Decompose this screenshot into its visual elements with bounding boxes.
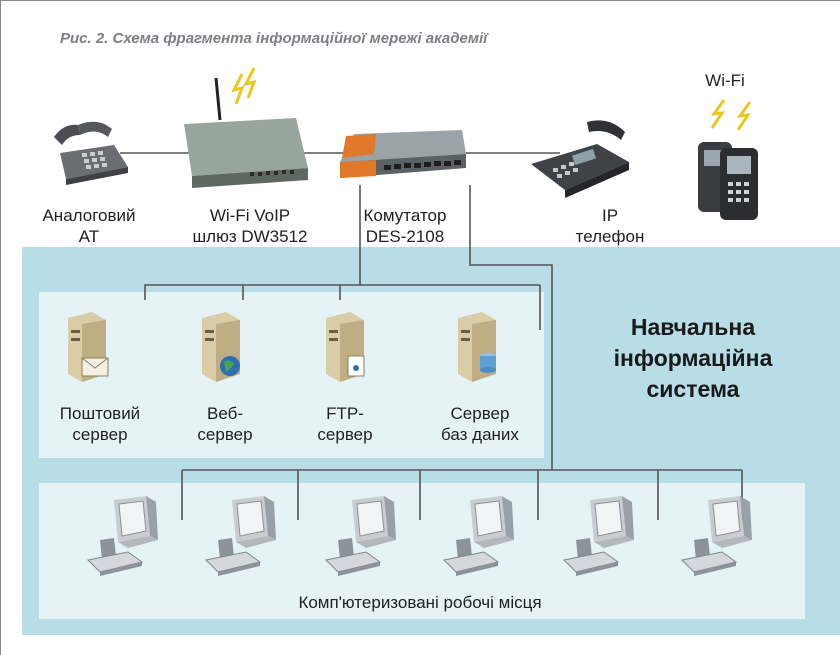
frame-border-top — [0, 0, 840, 1]
mobile-phones-icon — [698, 99, 758, 220]
workstations-label: Комп'ютеризовані робочі місця — [298, 593, 542, 612]
web-server-icon — [202, 312, 240, 382]
wifi-label: Wi-Fi — [705, 71, 745, 90]
gateway-label: Wi-Fi VoIP шлюз DW3512 — [192, 206, 308, 246]
voip-gateway-icon — [184, 67, 308, 188]
analog-phone-icon — [54, 121, 128, 185]
database-server-icon — [458, 312, 496, 382]
workstation-computer-icon — [204, 496, 276, 576]
server-label-mail: Поштовий сервер — [59, 404, 141, 444]
ip-phone-label: IP телефон — [575, 206, 645, 246]
system-title: Навчальна інформаційна система — [613, 314, 773, 402]
ftp-server-icon — [326, 312, 365, 382]
switch-label: Комутатор DES-2108 — [363, 206, 447, 246]
figure-caption: Рис. 2. Схема фрагмента інформаційної ме… — [60, 30, 488, 47]
workstation-computer-icon — [680, 496, 752, 576]
ip-phone-icon — [531, 120, 629, 198]
mail-server-icon — [68, 312, 109, 382]
server-label-web: Веб- сервер — [197, 404, 253, 444]
frame-border-left — [0, 0, 1, 655]
workstation-computer-icon — [86, 496, 158, 576]
workstation-computer-icon — [442, 496, 514, 576]
analog-phone-label: Аналоговий АТ — [42, 206, 136, 246]
workstation-computer-icon — [562, 496, 634, 576]
switch-to-workstation-line — [469, 185, 553, 470]
switch-icon — [340, 130, 466, 178]
workstation-computer-icon — [324, 496, 396, 576]
server-label-database: Сервер баз даних — [441, 404, 519, 444]
server-label-ftp: FTP- сервер — [317, 404, 373, 444]
switch-to-server-line — [144, 185, 361, 300]
workstation-zone — [39, 483, 805, 619]
